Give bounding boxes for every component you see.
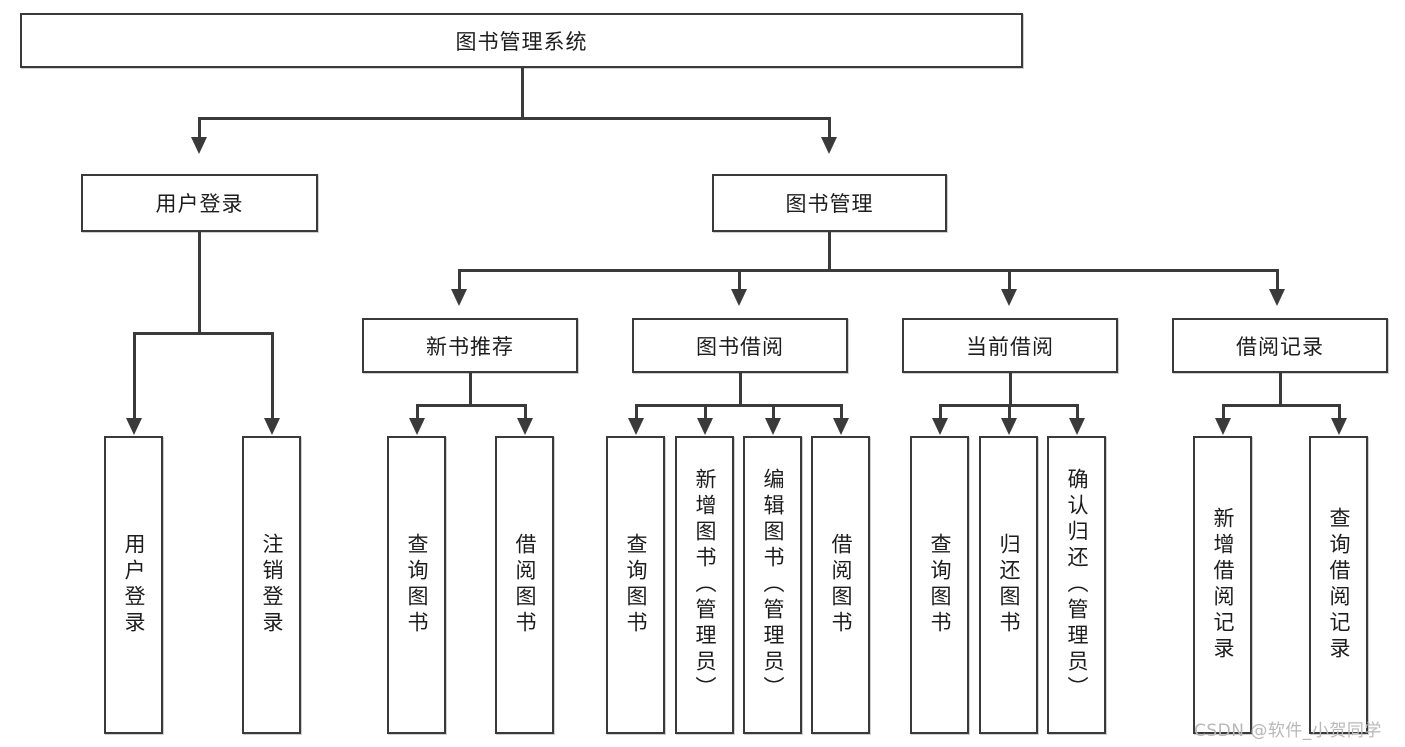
leaf-borrow-books-borrowing-label: 借阅图书 [829, 533, 853, 637]
arrowhead-leaf-8 [932, 418, 948, 435]
node-root-book-management-system[interactable]: 图书管理系统 [20, 13, 1023, 68]
arrowhead-leaf-5 [697, 418, 713, 435]
leaf-query-books-borrowing-label: 查询图书 [624, 533, 648, 637]
leaf-add-borrow-record-label: 新增借阅记录 [1211, 507, 1235, 663]
node-current-borrowing[interactable]: 当前借阅 [902, 318, 1118, 373]
leaf-borrow-books-borrowing[interactable]: 借阅图书 [811, 436, 870, 734]
connector-level2-bar [458, 269, 1279, 272]
leaf-borrow-books-recommendation-label: 借阅图书 [513, 533, 537, 637]
node-book-management[interactable]: 图书管理 [712, 174, 947, 232]
connector-user-login-drop-1 [271, 332, 274, 420]
leaf-add-book-admin[interactable]: 新增图书（管理员） [675, 436, 734, 734]
arrowhead-level2-0 [451, 289, 467, 306]
connector-level1-bar [198, 117, 831, 120]
leaf-return-books-label: 归还图书 [997, 533, 1021, 637]
leaf-query-books-recommendation[interactable]: 查询图书 [387, 436, 446, 734]
arrowhead-leaf-12 [1331, 418, 1347, 435]
connector-user-login-bar [133, 332, 273, 335]
arrowhead-leaf-3 [517, 418, 533, 435]
connector-new-book-drop-1 [524, 404, 527, 420]
connector-book-management-stem [828, 232, 831, 272]
connector-borrow-records-bar [1222, 404, 1341, 407]
connector-book-borrowing-drop-3 [840, 404, 843, 420]
leaf-return-books[interactable]: 归还图书 [979, 436, 1038, 734]
leaf-confirm-return-admin[interactable]: 确认归还（管理员） [1047, 436, 1106, 734]
leaf-query-books-borrowing[interactable]: 查询图书 [606, 436, 665, 734]
leaf-logout-label: 注销登录 [260, 533, 284, 637]
node-book-borrowing-label: 图书借阅 [696, 334, 784, 359]
node-book-management-label: 图书管理 [785, 192, 874, 216]
node-borrow-records-label: 借阅记录 [1236, 334, 1324, 359]
leaf-borrow-books-recommendation[interactable]: 借阅图书 [495, 436, 554, 734]
connector-level2-drop-1 [738, 269, 741, 291]
arrowhead-level2-2 [1001, 289, 1017, 306]
connector-current-borrowing-drop-0 [939, 404, 942, 420]
connector-level1-drop-1 [828, 117, 831, 139]
arrowhead-leaf-1 [264, 418, 280, 435]
connector-new-book-bar [416, 404, 527, 407]
connector-level2-drop-2 [1008, 269, 1011, 291]
connector-level2-drop-0 [458, 269, 461, 291]
arrowhead-leaf-10 [1069, 418, 1085, 435]
arrowhead-level2-3 [1269, 289, 1285, 306]
arrowhead-level1-1 [821, 137, 837, 154]
node-current-borrowing-label: 当前借阅 [966, 334, 1054, 359]
watermark-text: CSDN @软件_小贺同学 [1194, 721, 1382, 741]
connector-root-stem [521, 68, 524, 119]
leaf-add-book-admin-label: 新增图书（管理员） [693, 468, 717, 702]
node-book-borrowing[interactable]: 图书借阅 [632, 318, 848, 373]
arrowhead-level1-0 [191, 137, 207, 154]
arrowhead-leaf-11 [1215, 418, 1231, 435]
connector-user-login-drop-0 [133, 332, 136, 420]
connector-borrow-records-drop-1 [1338, 404, 1341, 420]
connector-book-borrowing-stem [739, 373, 742, 407]
connector-book-borrowing-bar [635, 404, 843, 407]
arrowhead-level2-1 [731, 289, 747, 306]
node-user-login[interactable]: 用户登录 [81, 174, 318, 232]
connector-user-login-stem [198, 232, 201, 334]
arrowhead-leaf-0 [126, 418, 142, 435]
leaf-edit-book-admin-label: 编辑图书（管理员） [761, 468, 785, 702]
connector-current-borrowing-stem [1009, 373, 1012, 407]
connector-book-borrowing-drop-1 [704, 404, 707, 420]
node-user-login-label: 用户登录 [155, 192, 244, 216]
leaf-confirm-return-admin-label: 确认归还（管理员） [1065, 468, 1089, 702]
arrowhead-leaf-9 [1001, 418, 1017, 435]
leaf-user-login-label: 用户登录 [122, 533, 146, 637]
connector-borrow-records-stem [1279, 373, 1282, 407]
leaf-query-books-current-label: 查询图书 [928, 533, 952, 637]
leaf-edit-book-admin[interactable]: 编辑图书（管理员） [743, 436, 802, 734]
connector-current-borrowing-drop-2 [1076, 404, 1079, 420]
arrowhead-leaf-7 [833, 418, 849, 435]
node-borrow-records[interactable]: 借阅记录 [1172, 318, 1388, 373]
leaf-query-borrow-record[interactable]: 查询借阅记录 [1309, 436, 1368, 734]
node-new-book-recommendation-label: 新书推荐 [426, 334, 514, 359]
connector-new-book-stem [469, 373, 472, 407]
connector-new-book-drop-0 [416, 404, 419, 420]
leaf-logout[interactable]: 注销登录 [242, 436, 301, 734]
connector-book-borrowing-drop-0 [635, 404, 638, 420]
arrowhead-leaf-6 [765, 418, 781, 435]
connector-current-borrowing-drop-1 [1008, 404, 1011, 420]
leaf-query-books-recommendation-label: 查询图书 [405, 533, 429, 637]
leaf-add-borrow-record[interactable]: 新增借阅记录 [1193, 436, 1252, 734]
connector-level1-drop-0 [198, 117, 201, 139]
connector-level2-drop-3 [1276, 269, 1279, 291]
leaf-query-borrow-record-label: 查询借阅记录 [1327, 507, 1351, 663]
node-root-label: 图书管理系统 [455, 29, 588, 54]
node-new-book-recommendation[interactable]: 新书推荐 [362, 318, 578, 373]
connector-book-borrowing-drop-2 [772, 404, 775, 420]
leaf-query-books-current[interactable]: 查询图书 [910, 436, 969, 734]
leaf-user-login[interactable]: 用户登录 [104, 436, 163, 734]
arrowhead-leaf-2 [409, 418, 425, 435]
connector-borrow-records-drop-0 [1222, 404, 1225, 420]
arrowhead-leaf-4 [628, 418, 644, 435]
